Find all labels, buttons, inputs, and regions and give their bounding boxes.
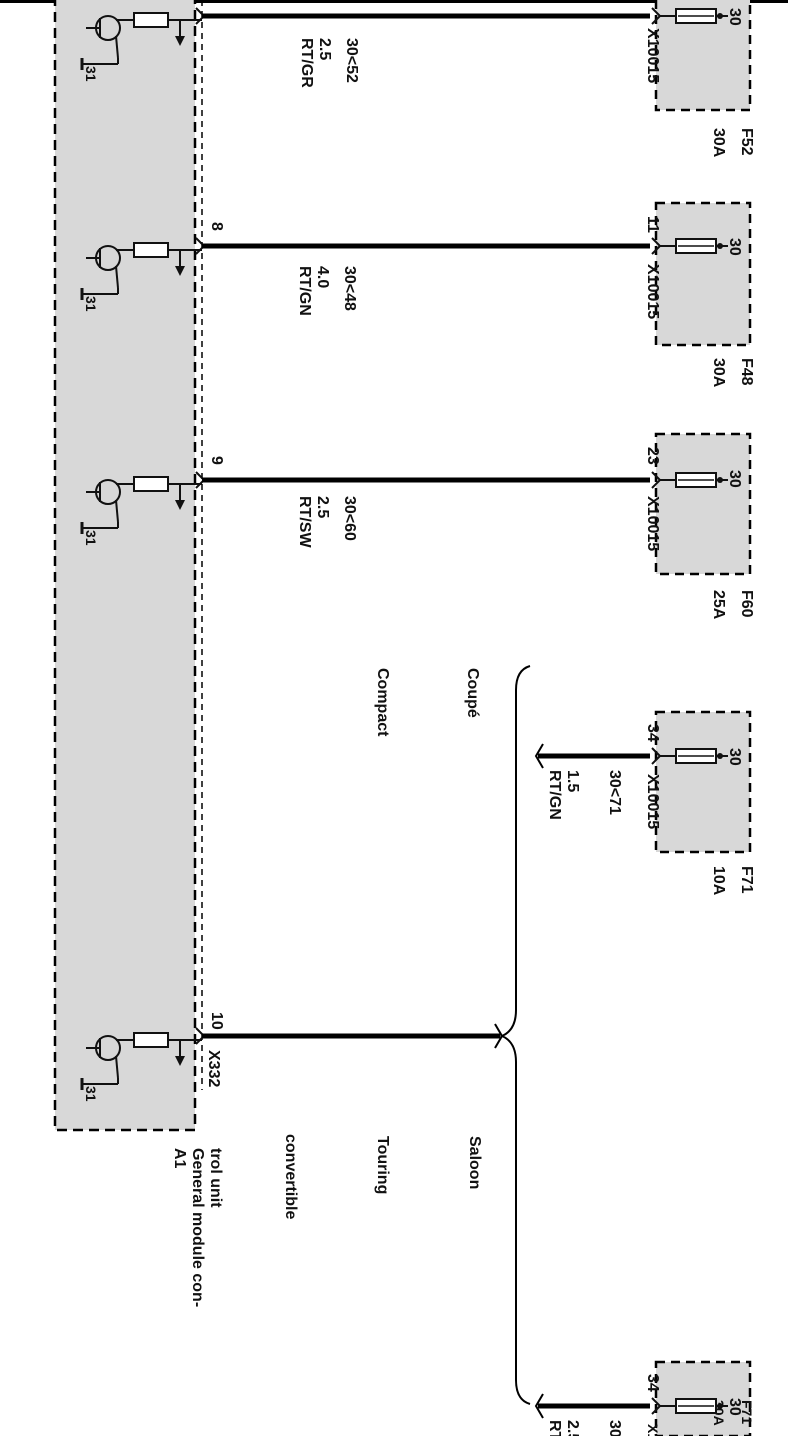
fuse-pin-34-b: 34 [644,1374,661,1392]
wire-circuit-f71-30a: 30<71 [606,1420,623,1436]
pull-down-arrow [175,266,185,276]
module-name-line1: General module con- [189,1148,206,1307]
fuse-id-f71-30a: F71 [739,1400,755,1424]
wire-circuit-f48: 30<48 [341,266,358,311]
wire-color-f71-30a: RT/GN [546,1420,563,1436]
wire-size-f71-10a: 1.5 [564,770,581,792]
module-name-line2: trol unit [207,1148,224,1208]
fuse-id-f60: F60 [738,590,755,618]
resistor-symbol [133,476,169,492]
driver-circuit-4 [80,1027,206,1090]
module-pin-9: 9 [208,456,225,465]
variant-compact: Compact [374,668,391,737]
variant-coupe: Coupé [464,668,481,718]
pull-down-arrow [175,500,185,510]
fuse-id-f48: F48 [738,358,755,386]
wire-end-f71-10a [534,743,544,769]
wire-circuit-f71-10a: 30<71 [606,770,623,815]
fuse-box-f48 [654,201,752,347]
fuse-terminal-dot [717,243,723,249]
fuse-terminal-f71-10a: 30 [726,748,743,766]
fuse-pin-23: 23 [644,447,661,465]
transistor-emitter [115,35,119,59]
resistor-symbol [133,1032,169,1048]
wire-size-f52: 2.5 [316,38,333,60]
fuse-terminal-dot [717,753,723,759]
fuse-terminal-dot [717,477,723,483]
fuse-rating-f48: 30A [710,358,727,388]
fuse-connector-f71-30a: X10015 [645,1424,661,1436]
fuse-symbol-5 [651,1397,728,1415]
module-pin-10: 10 [208,1012,225,1030]
module-connector: X332 [205,1050,222,1087]
variant-touring: Touring [374,1136,391,1194]
fuse-connector-f52: X10015 [644,28,661,83]
fuse-symbol-2 [651,237,728,255]
module-id: A1 [171,1148,188,1169]
fuse-symbol-1 [651,7,728,25]
fuse-id-f52: F52 [738,128,755,156]
variant-saloon: Saloon [466,1136,483,1189]
wire-circuit-f60: 30<60 [341,496,358,541]
fuse-symbol-4 [651,747,728,765]
general-module-box [53,0,197,1132]
driver-circuit-2 [80,237,206,300]
resistor-symbol [133,12,169,28]
driver-circuit-3 [80,471,206,534]
variant-brace [499,665,531,1405]
wire-end-f71-30a [534,1393,544,1419]
ground-label: 31 [83,1086,99,1102]
wire-circuit-f52: 30<52 [343,38,360,83]
fuse-rating-f52: 30A [710,128,727,158]
pull-down-arrow [175,36,185,46]
pull-down-arrow [175,1056,185,1066]
fuse-terminal-f48: 30 [726,238,743,256]
wire-size-f48: 4.0 [314,266,331,288]
fuse-id-f71-10a: F71 [738,866,755,894]
fuse-box-f60 [654,432,752,576]
resistor-symbol [133,242,169,258]
module-pin-8: 8 [208,222,225,231]
fuse-pin-34-a: 34 [644,724,661,742]
fuse-connector-f60: X10015 [644,496,661,551]
fuse-box-f71-10a [654,710,752,854]
fuse-terminal-f52: 30 [726,8,743,26]
ground-label: 31 [83,296,99,312]
fuse-terminal-f60: 30 [726,470,743,488]
wire-color-f60: RT/SW [296,496,313,548]
ground-label: 31 [83,66,99,82]
fuse-rating-f60: 25A [710,590,727,620]
ground-label: 31 [83,530,99,546]
fuse-connector-f48: X10015 [644,264,661,319]
fuse-box-f71-30a [654,1360,752,1436]
variant-convertible: convertible [282,1134,299,1219]
fuse-connector-f71-10a: X10015 [644,774,661,829]
transistor-emitter [115,265,119,289]
fuse-rating-f71-10a: 10A [710,866,727,896]
wire-size-f60: 2.5 [314,496,331,518]
transistor-emitter [115,499,119,523]
wire-size-f71-30a: 2.5 [564,1420,581,1436]
transistor-emitter [115,1055,119,1079]
fuse-terminal-dot [717,13,723,19]
fuse-terminal-dot [717,1403,723,1409]
fuse-pin-11: 11 [644,216,661,233]
fuse-symbol-3 [651,471,728,489]
wire-color-f52: RT/GR [298,38,315,88]
wire-color-f48: RT/GN [296,266,313,316]
wire-color-f71-10a: RT/GN [546,770,563,820]
fuse-terminal-f71-30a: 30 [726,1398,743,1416]
